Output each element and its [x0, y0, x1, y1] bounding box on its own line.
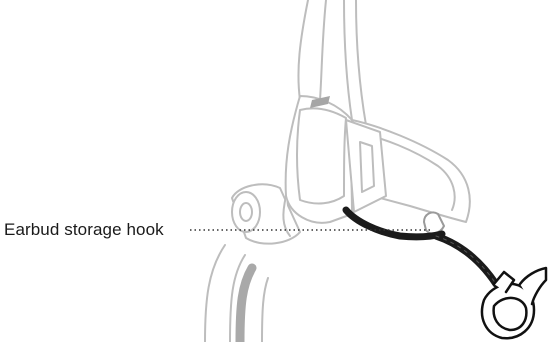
callout-label: Earbud storage hook: [4, 220, 164, 240]
